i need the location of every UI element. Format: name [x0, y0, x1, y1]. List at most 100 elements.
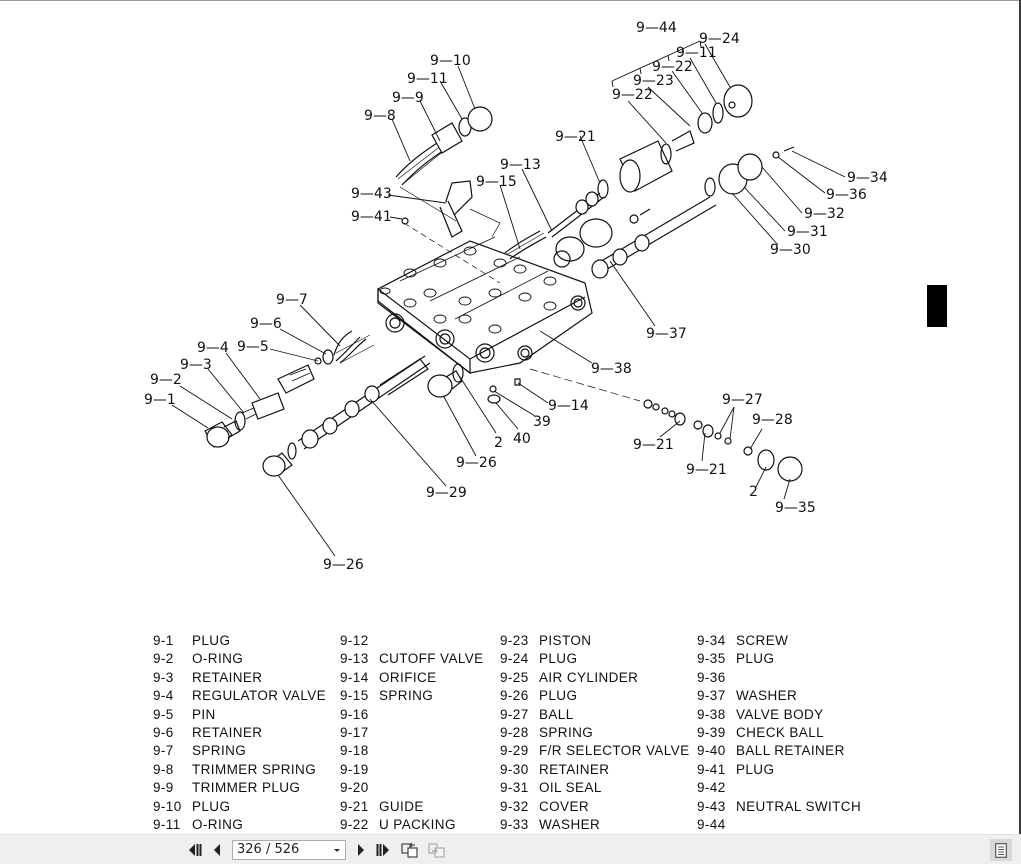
- part-number: 9-21: [340, 798, 369, 814]
- part-name: RETAINER: [192, 724, 263, 740]
- plug-and-oring-drawing: [427, 363, 521, 404]
- part-row: 9-33 WASHER: [500, 816, 690, 834]
- leader-lines: [171, 43, 846, 557]
- callout-9-21-b: 9—21: [633, 437, 674, 453]
- callout-9-9: 9—9: [392, 90, 424, 106]
- part-number: 9-33: [500, 816, 529, 832]
- part-name: COVER: [539, 798, 590, 814]
- callout-9-10: 9—10: [430, 53, 471, 69]
- part-row: 9-39 CHECK BALL: [697, 724, 861, 742]
- part-name: SPRING: [192, 743, 247, 759]
- part-name: CHECK BALL: [736, 724, 825, 740]
- part-name: PLUG: [192, 633, 231, 648]
- exploded-parts-diagram: 9—10 9—11 9—9 9—8 9—43 9—41 9—13 9—15 9—…: [144, 20, 888, 573]
- callout-9-43: 9—43: [351, 186, 392, 202]
- part-name: PLUG: [539, 651, 578, 667]
- part-number: 9-34: [697, 633, 726, 648]
- part-name: TRIMMER PLUG: [192, 780, 301, 796]
- callout-9-36: 9—36: [826, 187, 867, 203]
- page-navigation-toolbar: 326 / 526: [0, 834, 1021, 864]
- part-row: 9-1 PLUG: [153, 632, 326, 650]
- callout-9-8: 9—8: [364, 108, 396, 124]
- next-page-button[interactable]: [352, 841, 370, 859]
- part-number: 9-17: [340, 724, 369, 740]
- part-number: 9-29: [500, 743, 529, 759]
- part-number: 9-38: [697, 706, 726, 722]
- part-name: SCREW: [736, 633, 789, 648]
- part-number: 9-18: [340, 743, 369, 759]
- callout-9-38: 9—38: [591, 361, 632, 377]
- part-number: 9-39: [697, 724, 726, 740]
- part-number: 9-36: [697, 669, 726, 685]
- previous-view-button[interactable]: [401, 841, 419, 859]
- callout-9-23: 9—23: [633, 73, 674, 89]
- part-number: 9-20: [340, 780, 369, 796]
- part-number: 9-4: [153, 688, 174, 704]
- callout-9-13: 9—13: [500, 157, 541, 173]
- callout-9-27: 9—27: [722, 392, 763, 408]
- callout-9-4: 9—4: [197, 340, 229, 356]
- part-name: PIN: [192, 706, 216, 722]
- part-row: 9-31 OIL SEAL: [500, 779, 690, 797]
- part-row: 9-36: [697, 669, 861, 687]
- part-name: RETAINER: [539, 761, 610, 777]
- part-row: 9-16: [340, 706, 484, 724]
- callout-9-21: 9—21: [555, 129, 596, 145]
- part-name: SPRING: [379, 688, 434, 704]
- callout-9-11-b: 9—11: [676, 45, 717, 61]
- previous-page-button[interactable]: [208, 841, 226, 859]
- previous-view-icon: [401, 842, 418, 858]
- part-row: 9-38 VALVE BODY: [697, 706, 861, 724]
- vertical-scrollbar-edge[interactable]: [1019, 0, 1021, 834]
- window-top-border: [0, 0, 1021, 1]
- part-name: AIR CYLINDER: [539, 669, 639, 685]
- cutoff-valve-drawing: [504, 191, 605, 260]
- part-number: 9-11: [153, 816, 181, 832]
- next-view-button[interactable]: [428, 841, 446, 859]
- part-name: ORIFICE: [379, 669, 437, 685]
- part-number: 9-32: [500, 798, 529, 814]
- dropdown-arrow-icon: [334, 849, 340, 852]
- page-number-select[interactable]: 326 / 526: [232, 840, 346, 860]
- part-name: WASHER: [539, 816, 601, 832]
- part-number: 9-2: [153, 651, 174, 667]
- single-page-view-button[interactable]: [990, 839, 1012, 861]
- part-row: 9-32 COVER: [500, 798, 690, 816]
- part-number: 9-27: [500, 706, 529, 722]
- callout-9-37: 9—37: [646, 326, 687, 342]
- callout-9-34: 9—34: [847, 170, 888, 186]
- last-page-button[interactable]: [374, 841, 392, 859]
- part-name: VALVE BODY: [736, 706, 824, 722]
- part-number: 9-13: [340, 651, 369, 667]
- part-name: F/R SELECTOR VALVE: [539, 743, 690, 759]
- part-name: O-RING: [192, 816, 244, 832]
- callout-9-2: 9—2: [150, 372, 182, 388]
- part-number: 9-1: [153, 633, 174, 648]
- part-name: BALL RETAINER: [736, 743, 845, 759]
- trimmer-assembly-drawing: [395, 106, 501, 284]
- first-page-button[interactable]: [186, 841, 204, 859]
- part-name: BALL: [539, 706, 574, 722]
- part-row: 9-12: [340, 632, 484, 650]
- part-number: 9-37: [697, 688, 726, 704]
- part-number: 9-16: [340, 706, 369, 722]
- part-number: 9-31: [500, 780, 529, 796]
- part-name: GUIDE: [379, 798, 424, 814]
- callout-9-28: 9—28: [752, 412, 793, 428]
- part-name: OIL SEAL: [539, 780, 602, 796]
- cover-and-rod-drawing: [553, 146, 795, 279]
- part-number: 9-22: [340, 816, 369, 832]
